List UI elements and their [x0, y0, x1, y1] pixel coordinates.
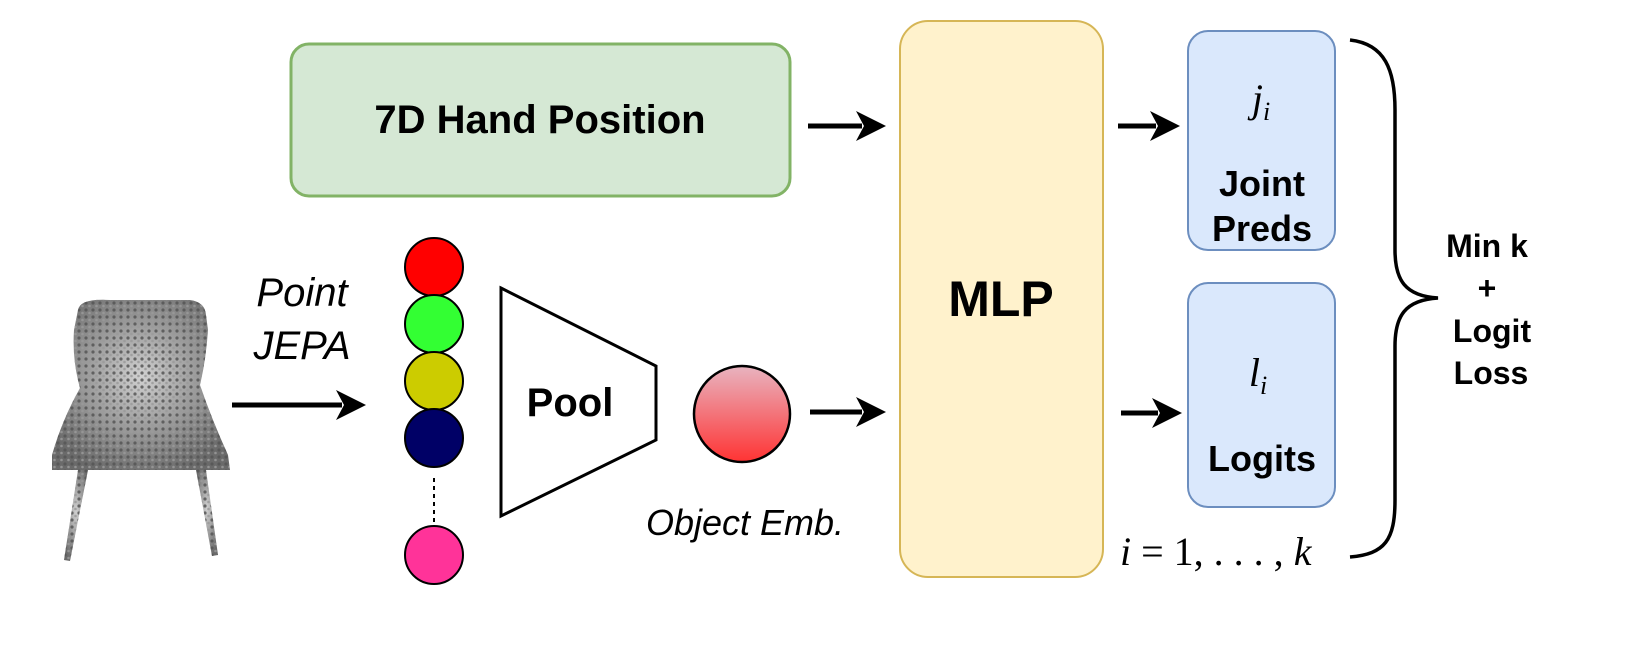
point-jepa-label-line2: JEPA [252, 324, 350, 368]
token-circle [404, 525, 464, 585]
joint-preds-node: ji Joint Preds [1187, 30, 1336, 251]
joint-preds-label-line2: Preds [1212, 208, 1312, 249]
index-range: i = 1, . . . , k [1120, 529, 1313, 574]
mlp-node: MLP [899, 20, 1104, 578]
point-jepa-label-line1: Point [256, 271, 349, 315]
chair-leg-right-texture [196, 470, 218, 556]
arrow-chair-to-tokens [232, 390, 366, 420]
loss-label: Min k + Logit Loss [1446, 228, 1531, 391]
pool-node: Pool [499, 285, 658, 519]
joint-preds-box [1187, 30, 1336, 251]
mlp-label: MLP [948, 271, 1054, 327]
logits-label: Logits [1208, 438, 1316, 479]
object-embedding-label: Object Emb. [646, 502, 844, 543]
token-circle [404, 351, 464, 411]
arrow-mlp-to-logits [1121, 398, 1182, 428]
hand-position-label: 7D Hand Position [374, 98, 705, 142]
arrow-mlp-to-joint [1118, 111, 1180, 141]
pool-trapezoid [499, 285, 658, 519]
arrow-emb-to-mlp [810, 397, 886, 427]
token-circle [404, 408, 464, 468]
arrow-hand-to-mlp [808, 111, 886, 141]
joint-symbol: ji [1247, 76, 1270, 126]
joint-preds-label-line1: Joint [1219, 163, 1305, 204]
logits-node: li Logits [1187, 282, 1336, 508]
object-embedding-circle [692, 364, 792, 464]
mlp-box [899, 20, 1104, 578]
token-stack [404, 237, 464, 585]
curly-brace [1349, 38, 1439, 559]
loss-line2: + [1478, 270, 1497, 306]
chair-leg-left-texture [64, 470, 88, 561]
logits-box [1187, 282, 1336, 508]
token-circle [404, 237, 464, 297]
logit-symbol: li [1249, 350, 1267, 400]
loss-line1: Min k [1446, 228, 1528, 264]
loss-line3: Logit [1453, 313, 1532, 349]
loss-line4: Loss [1454, 355, 1529, 391]
token-circle [404, 294, 464, 354]
pool-label: Pool [527, 381, 614, 425]
chair-point-texture [52, 299, 230, 470]
hand-position-node: 7D Hand Position [289, 42, 792, 198]
hand-position-box [289, 42, 792, 198]
point-cloud-chair [52, 299, 230, 561]
